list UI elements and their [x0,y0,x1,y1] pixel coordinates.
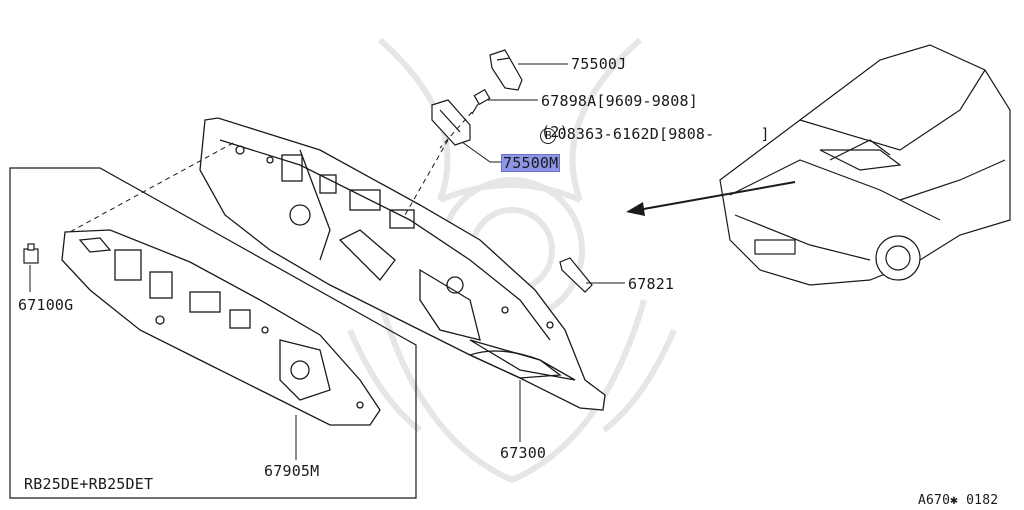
dash-panel-67300 [199,117,606,411]
variant-inset-frame [9,167,417,499]
bracket-75500M [431,99,471,146]
engine-variant-label: RB25DE+RB25DET [24,475,154,493]
dash-insulator-67905M [61,229,381,426]
part-label-67821[interactable]: 67821 [628,275,675,293]
quantity-label: (2) [541,123,569,141]
figure-code: A670✱ 0182 [918,493,999,508]
part-label-67898A[interactable]: 67898A[9609-9808] [541,92,698,110]
part-label-75500M-highlighted[interactable]: 75500M [500,154,561,172]
part-label-67300[interactable]: 67300 [500,444,547,462]
leader-lines [29,63,625,460]
bracket-75500J [489,49,523,91]
part-label-08363-text: 08363-6162D[9808- ] [557,125,770,143]
assembly-lines [67,111,473,234]
part-label-67100G[interactable]: 67100G [18,296,74,314]
pad-67821 [559,257,593,293]
part-label-67905M[interactable]: 67905M [264,462,320,480]
clip-67100G [23,243,39,264]
vehicle-sketch [719,44,1011,286]
arrow-icon [626,181,796,216]
bolt-symbol-icon: B [540,128,557,144]
bolt-67898A [471,88,491,115]
part-label-75500J[interactable]: 75500J [571,55,627,73]
